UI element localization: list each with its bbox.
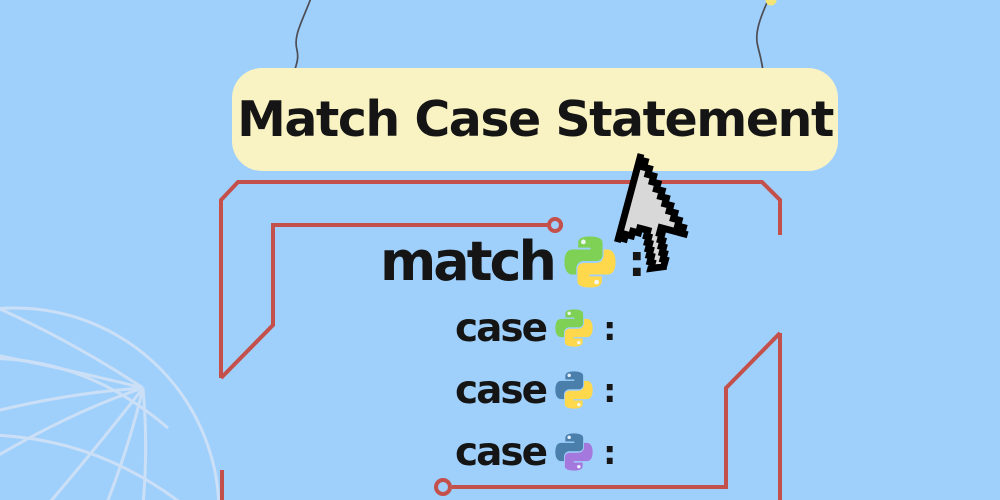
wireframe-globe-icon: [0, 306, 221, 500]
code-block-outline: [219, 180, 782, 500]
python-logo-icon: [555, 371, 593, 409]
page-title: Match Case Statement: [237, 91, 834, 148]
string-left: [294, 0, 312, 71]
snake-eye: [567, 435, 572, 440]
code-line-case-3: case :: [455, 430, 616, 474]
code-line-match: match :: [380, 233, 646, 291]
hanger-knot: [765, 0, 777, 6]
colon: :: [627, 236, 646, 287]
colon: :: [603, 432, 617, 472]
hanging-strings: [294, 0, 770, 71]
snake-eye: [567, 311, 572, 316]
keyword-case: case: [455, 429, 548, 475]
code-line-case-1: case :: [455, 306, 616, 350]
snake-eye: [594, 279, 599, 285]
snake-eye: [577, 464, 581, 469]
keyword-match: match: [380, 230, 557, 293]
keyword-case: case: [455, 305, 548, 351]
colon: :: [603, 308, 617, 348]
keyword-case: case: [455, 367, 548, 413]
string-right: [755, 0, 770, 71]
connector-node-top: [547, 217, 563, 233]
connector-node-bottom: [434, 478, 452, 496]
python-logo-icon: [555, 433, 593, 471]
python-logo-icon: [564, 236, 616, 288]
code-line-case-2: case :: [455, 368, 616, 412]
snake-eye: [577, 340, 581, 345]
colon: :: [603, 370, 617, 410]
python-logo-icon: [555, 309, 593, 347]
snake-eye: [577, 402, 581, 407]
title-banner: Match Case Statement: [232, 68, 838, 171]
outline-inner-path: [219, 223, 782, 489]
outline-outer-path: [219, 180, 782, 500]
snake-eye: [581, 239, 586, 245]
snake-eye: [567, 373, 572, 378]
